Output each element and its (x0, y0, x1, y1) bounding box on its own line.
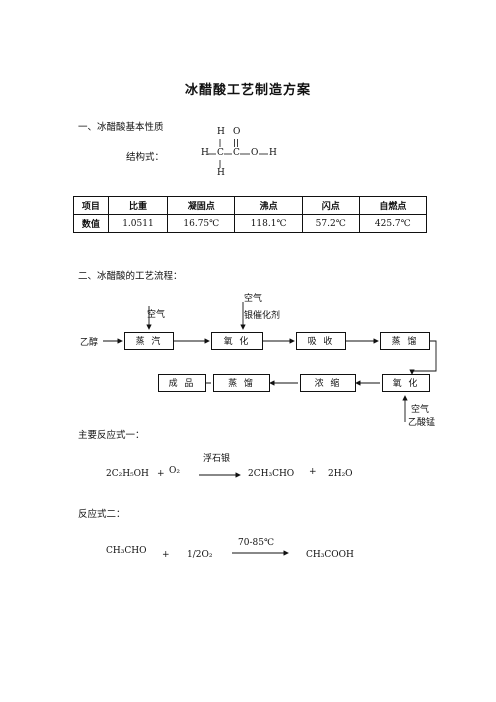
reaction-1-product-2: 2H₂O (328, 469, 353, 479)
section-1-heading: 一、冰醋酸基本性质 (78, 122, 164, 133)
document-title: 冰醋酸工艺制造方案 (184, 83, 311, 98)
table-row: 数值 1.0511 16.75℃ 118.1℃ 57.2℃ 425.7℃ (73, 214, 428, 233)
atom-h-right: H (269, 148, 277, 158)
process-box-steam: 蒸 汽 (124, 332, 174, 350)
manganese-acetate-label: 乙酸锰 (408, 418, 436, 428)
table-cell: 1.0511 (107, 214, 169, 233)
reaction-1-plus: + (157, 469, 165, 479)
reaction-2-reactant-2: 1/2O₂ (187, 550, 213, 560)
properties-table: 项目 比重 凝固点 沸点 闪点 自燃点 数值 1.0511 16.75℃ 118… (73, 196, 428, 233)
table-cell: 425.7℃ (358, 214, 428, 233)
process-box-concentration: 浓 缩 (300, 374, 356, 392)
process-box-distillation: 蒸 馏 (380, 332, 430, 350)
table-cell: 118.1℃ (234, 214, 303, 233)
process-box-oxidation-2: 氧 化 (382, 374, 430, 392)
atom-o-top: O (233, 127, 241, 137)
reaction-2-plus: + (162, 550, 170, 560)
atom-c1: C (217, 148, 224, 158)
reaction-1-reactant-2: O₂ (169, 466, 180, 476)
process-box-product: 成 品 (158, 374, 206, 392)
ethanol-input-label: 乙醇 (80, 338, 99, 348)
silver-catalyst-label: 银催化剂 (244, 311, 281, 321)
atom-h-top: H (217, 127, 225, 137)
air-input-label: 空气 (147, 310, 166, 320)
process-box-absorption: 吸 收 (296, 332, 346, 350)
reaction-2-heading: 反应式二： (78, 509, 126, 520)
process-box-distillation-2: 蒸 馏 (213, 374, 270, 392)
reaction-1-product-1: 2CH₃CHO (248, 469, 295, 479)
atom-c2: C (233, 148, 240, 158)
air-input-label: 空气 (244, 294, 263, 304)
structure-label: 结构式： (126, 152, 165, 163)
reaction-2-product: CH₃COOH (306, 550, 354, 560)
reaction-2-reactant-1: CH₃CHO (106, 546, 147, 556)
process-box-oxidation: 氧 化 (211, 332, 263, 350)
air-input-label: 空气 (411, 405, 430, 415)
reaction-1-catalyst: 浮石银 (203, 454, 231, 464)
atom-h-bottom: H (217, 168, 225, 178)
reaction-1-reactant-1: 2C₂H₅OH (106, 469, 149, 479)
table-header-cell: 比重 (107, 196, 169, 215)
atom-h-left: H (201, 148, 209, 158)
section-2-heading: 二、冰醋酸的工艺流程： (78, 271, 183, 282)
atom-o: O (251, 148, 259, 158)
reaction-2-condition: 70-85℃ (238, 538, 275, 548)
reaction-1-plus: + (309, 467, 317, 477)
reaction-1-heading: 主要反应式一： (78, 430, 145, 441)
